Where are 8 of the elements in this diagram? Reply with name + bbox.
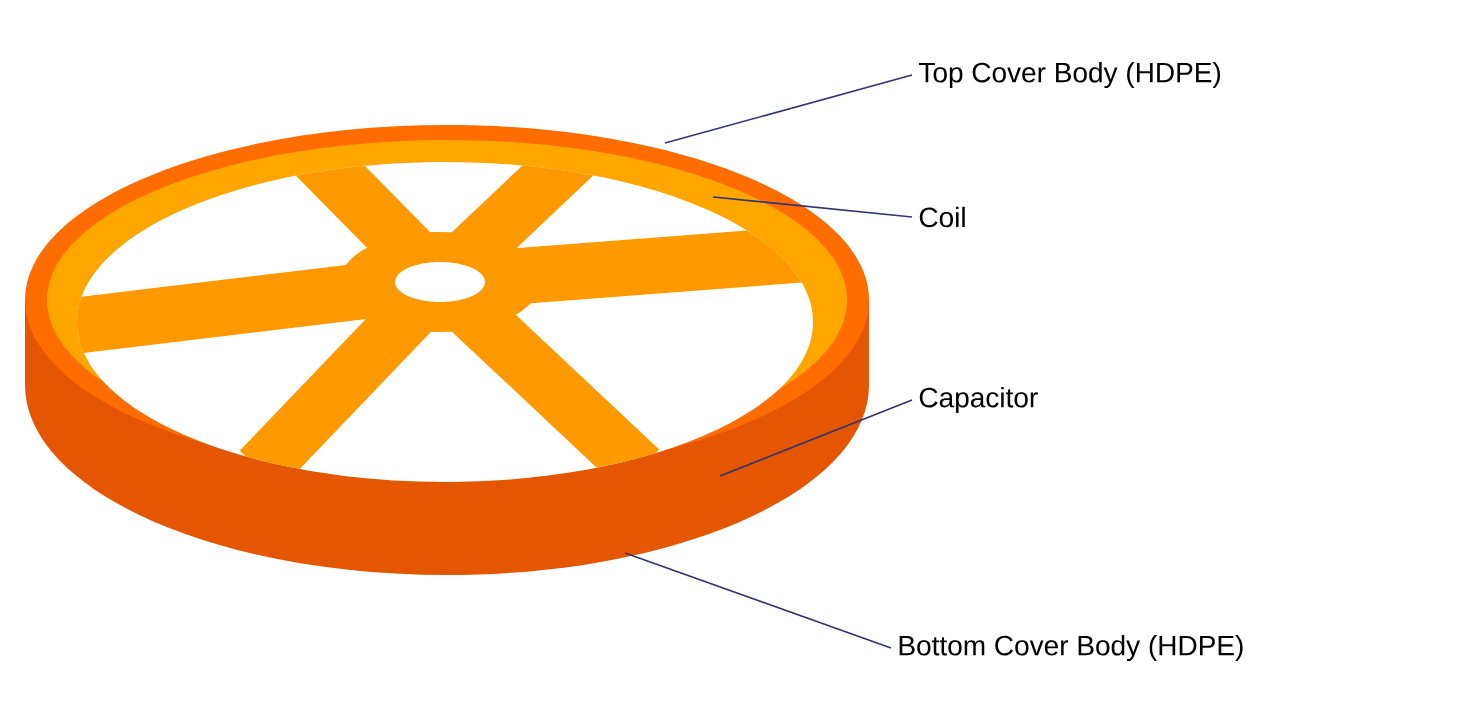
leader-line: [719, 399, 913, 477]
part-label: Top Cover Body (HDPE): [919, 61, 1221, 89]
part-label: Coil: [919, 206, 965, 228]
leader-line: [664, 74, 913, 144]
part-label: Bottom Cover Body (HDPE): [899, 634, 1243, 662]
leader-line: [624, 552, 892, 649]
part-label: Capacitor: [919, 386, 1038, 414]
leader-line: [712, 196, 913, 218]
